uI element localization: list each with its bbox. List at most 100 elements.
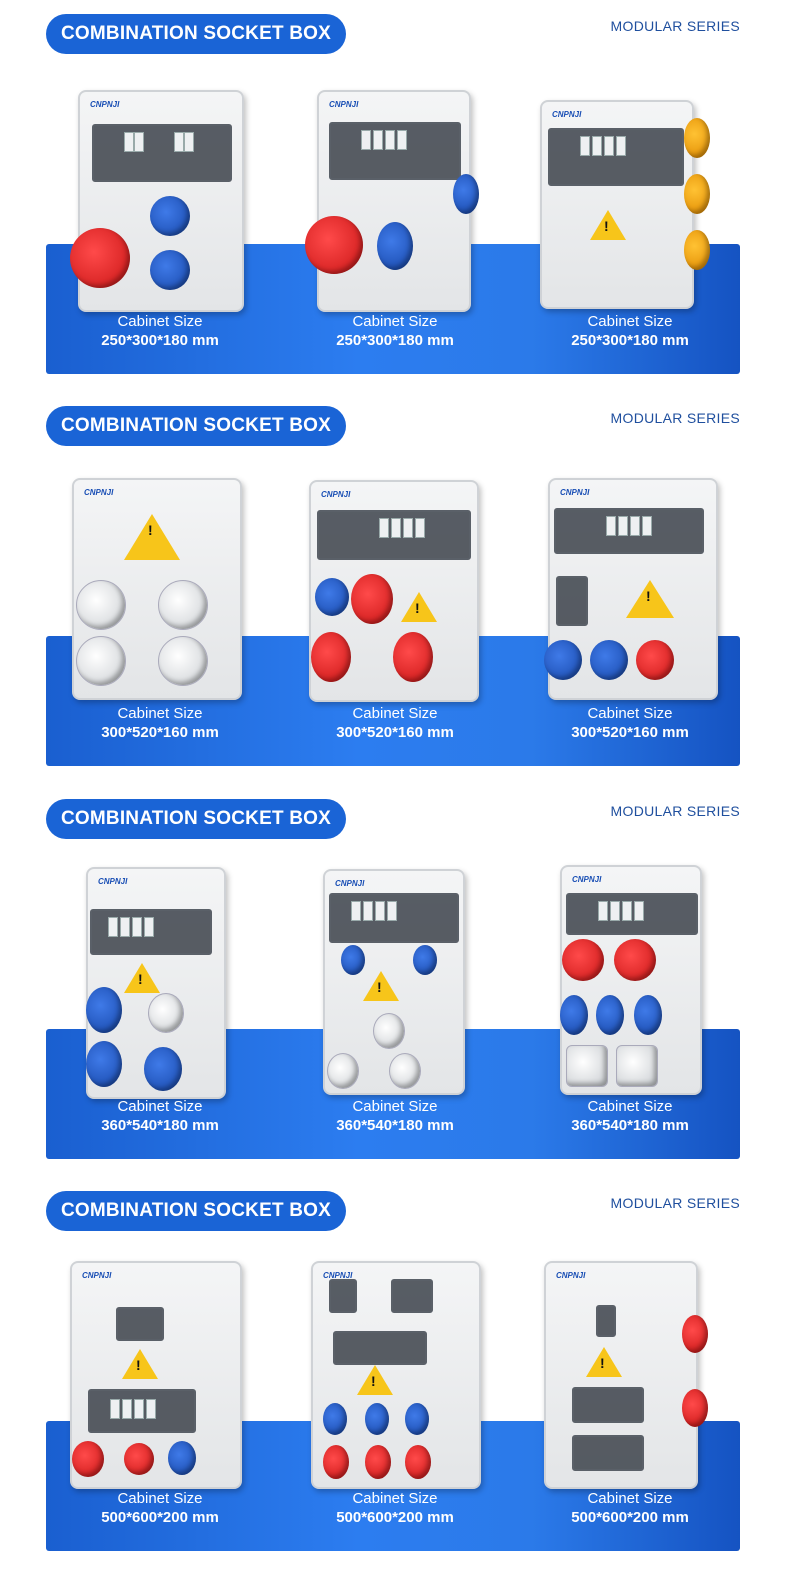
cabinet-image: CNPNJI !	[311, 1261, 481, 1489]
cabinet-dimensions: 300*520*160 mm	[101, 724, 219, 741]
industrial-socket-icon	[148, 993, 184, 1033]
cabinet-dimensions: 500*600*200 mm	[101, 1509, 219, 1526]
size-label: Cabinet Size	[587, 313, 673, 330]
product-caption: Cabinet Size 360*540*180 mm	[40, 1097, 280, 1135]
cabinet-dimensions: 250*300*180 mm	[101, 332, 219, 349]
series-label: MODULAR SERIES	[610, 1195, 740, 1211]
breaker-cover	[90, 909, 212, 955]
industrial-socket-icon	[168, 1441, 196, 1475]
breaker-cover	[554, 508, 704, 554]
industrial-socket-icon	[405, 1403, 429, 1435]
industrial-socket-icon	[636, 640, 674, 680]
product-caption: Cabinet Size 300*520*160 mm	[275, 704, 515, 742]
product-card[interactable]: CNPNJI ! Cabinet Size 500*600*200 mm	[40, 1177, 280, 1569]
industrial-socket-icon	[341, 945, 365, 975]
product-card[interactable]: CNPNJI ! Cabinet Size 300*520*160 mm	[510, 392, 750, 784]
product-card[interactable]: CNPNJI ! Cabinet Size 250*300*180 mm	[510, 0, 750, 392]
cabinet-image: CNPNJI	[70, 90, 244, 312]
industrial-socket-icon	[393, 632, 433, 682]
brand-logo: CNPNJI	[552, 110, 582, 119]
product-card[interactable]: CNPNJI Cabinet Size 250*300*180 mm	[40, 0, 280, 392]
breaker-cover	[116, 1307, 164, 1341]
size-label: Cabinet Size	[352, 1098, 438, 1115]
industrial-socket-icon	[144, 1047, 182, 1091]
breaker-cover	[572, 1435, 644, 1471]
size-label: Cabinet Size	[587, 1490, 673, 1507]
cabinet-image: CNPNJI !	[86, 867, 226, 1099]
product-card[interactable]: CNPNJI ! Cabinet Size 300*520*160 mm	[40, 392, 280, 784]
breaker-cover	[329, 1279, 357, 1313]
industrial-socket-icon	[311, 632, 351, 682]
product-caption: Cabinet Size 360*540*180 mm	[510, 1097, 750, 1135]
section-title: COMBINATION SOCKET BOX	[46, 14, 346, 54]
industrial-socket-icon	[682, 1389, 708, 1427]
cabinet-image: CNPNJI !	[70, 1261, 242, 1489]
industrial-socket-icon	[405, 1445, 431, 1479]
brand-logo: CNPNJI	[321, 490, 351, 499]
section-4: COMBINATION SOCKET BOX MODULAR SERIES CN…	[0, 1177, 790, 1569]
socket-outlet-icon	[158, 636, 208, 686]
cabinet-image: CNPNJI !	[323, 869, 465, 1095]
product-card[interactable]: CNPNJI Cabinet Size 360*540*180 mm	[510, 785, 750, 1177]
industrial-socket-icon	[305, 216, 363, 274]
industrial-socket-icon	[413, 945, 437, 975]
warning-triangle-icon: !	[590, 210, 626, 240]
brand-logo: CNPNJI	[82, 1271, 112, 1280]
socket-outlet-icon	[76, 636, 126, 686]
industrial-socket-icon	[684, 118, 710, 158]
cabinet-image: CNPNJI !	[544, 478, 718, 700]
section-title: COMBINATION SOCKET BOX	[46, 1191, 346, 1231]
breaker-cover	[548, 128, 684, 186]
product-caption: Cabinet Size 360*540*180 mm	[275, 1097, 515, 1135]
size-label: Cabinet Size	[352, 1490, 438, 1507]
product-card[interactable]: CNPNJI ! Cabinet Size 360*540*180 mm	[40, 785, 280, 1177]
brand-logo: CNPNJI	[335, 879, 365, 888]
product-card[interactable]: CNPNJI ! Cabinet Size 500*600*200 mm	[510, 1177, 750, 1569]
industrial-socket-icon	[377, 222, 413, 270]
warning-triangle-icon: !	[357, 1365, 393, 1395]
product-card[interactable]: CNPNJI ! Cabinet Size 500*600*200 mm	[275, 1177, 515, 1569]
warning-triangle-icon: !	[124, 963, 160, 993]
product-card[interactable]: CNPNJI Cabinet Size 250*300*180 mm	[275, 0, 515, 392]
warning-triangle-icon: !	[626, 580, 674, 618]
breaker-cover	[572, 1387, 644, 1423]
industrial-socket-icon	[315, 578, 349, 616]
breaker-cover	[556, 576, 588, 626]
industrial-socket-icon	[614, 939, 656, 981]
cabinet-image: CNPNJI !	[544, 1261, 708, 1489]
breaker-cover	[92, 124, 232, 182]
size-label: Cabinet Size	[117, 1490, 203, 1507]
product-card[interactable]: CNPNJI ! Cabinet Size 300*520*160 mm	[275, 392, 515, 784]
size-label: Cabinet Size	[117, 705, 203, 722]
product-caption: Cabinet Size 250*300*180 mm	[510, 312, 750, 350]
brand-logo: CNPNJI	[560, 488, 590, 497]
cabinet-dimensions: 360*540*180 mm	[336, 1117, 454, 1134]
industrial-socket-icon	[86, 987, 122, 1033]
section-title: COMBINATION SOCKET BOX	[46, 799, 346, 839]
industrial-socket-icon	[323, 1445, 349, 1479]
brand-logo: CNPNJI	[84, 488, 114, 497]
cabinet-image: CNPNJI	[560, 865, 702, 1095]
industrial-socket-icon	[596, 995, 624, 1035]
series-label: MODULAR SERIES	[610, 410, 740, 426]
cabinet-image: CNPNJI !	[309, 480, 479, 702]
industrial-socket-icon	[389, 1053, 421, 1089]
breaker-cover	[566, 893, 698, 935]
socket-outlet-icon	[76, 580, 126, 630]
product-card[interactable]: CNPNJI ! Cabinet Size 360*540*180 mm	[275, 785, 515, 1177]
cabinet-image: CNPNJI !	[540, 100, 710, 309]
product-caption: Cabinet Size 300*520*160 mm	[510, 704, 750, 742]
industrial-socket-icon	[86, 1041, 122, 1087]
industrial-socket-icon	[684, 230, 710, 270]
breaker-cover	[333, 1331, 427, 1365]
size-label: Cabinet Size	[117, 1098, 203, 1115]
product-caption: Cabinet Size 500*600*200 mm	[40, 1489, 280, 1527]
cabinet-image: CNPNJI !	[72, 478, 242, 700]
brand-logo: CNPNJI	[572, 875, 602, 884]
breaker-cover	[88, 1389, 196, 1433]
cabinet-dimensions: 360*540*180 mm	[101, 1117, 219, 1134]
industrial-socket-icon	[562, 939, 604, 981]
industrial-socket-icon	[327, 1053, 359, 1089]
cabinet-image: CNPNJI	[305, 90, 479, 312]
section-2: COMBINATION SOCKET BOX MODULAR SERIES CN…	[0, 392, 790, 784]
